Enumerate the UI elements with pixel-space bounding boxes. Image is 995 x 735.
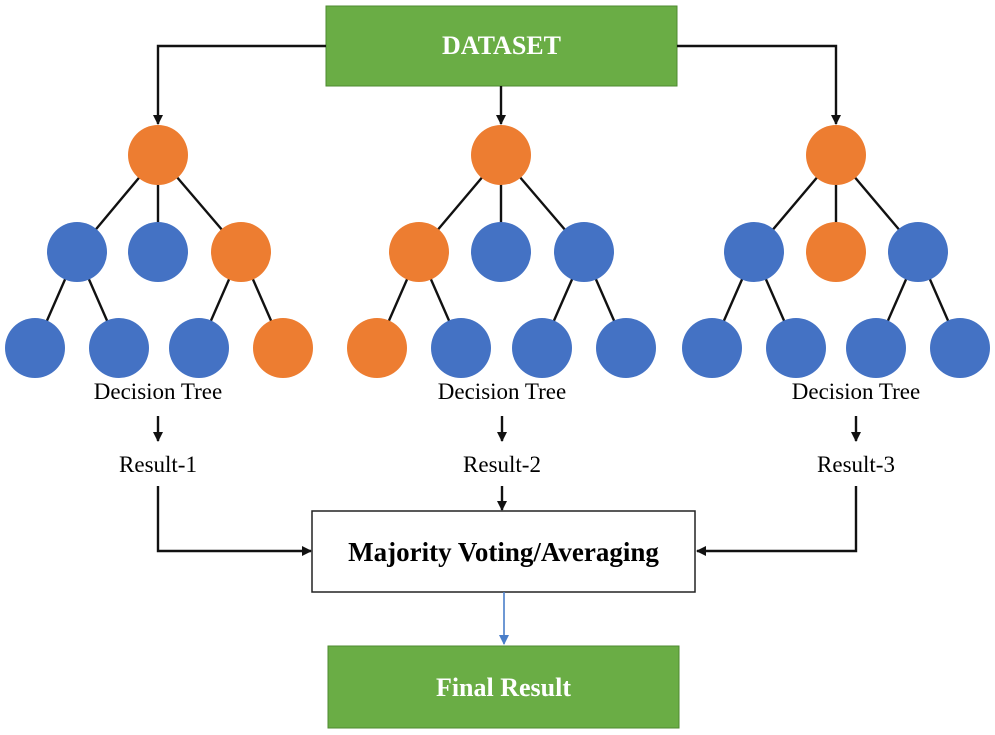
tree-2-label: Decision Tree <box>438 379 566 404</box>
tree-2-leaf-node-2 <box>431 318 491 378</box>
tree-3-level1-node-3 <box>888 222 948 282</box>
decision-tree-1: Decision Tree Result-1 <box>5 125 313 477</box>
tree-1-leaf-node-2 <box>89 318 149 378</box>
tree-2-level1-node-2 <box>471 222 531 282</box>
final-result-box-shape <box>327 645 680 729</box>
tree-3-root-node <box>806 125 866 185</box>
tree-3-leaf-node-4 <box>930 318 990 378</box>
tree-3-level1-node-2 <box>806 222 866 282</box>
aggregator-label: Majority Voting/Averaging <box>348 537 659 567</box>
dataset-box-shape <box>325 5 678 87</box>
tree-2-leaf-node-1 <box>347 318 407 378</box>
result-2-label: Result-2 <box>463 452 541 477</box>
dataset-box: DATASET <box>325 5 678 87</box>
tree-3-leaf-node-1 <box>682 318 742 378</box>
tree-1-label: Decision Tree <box>94 379 222 404</box>
tree-3-label: Decision Tree <box>792 379 920 404</box>
tree-1-leaf-node-4 <box>253 318 313 378</box>
aggregator-box: Majority Voting/Averaging <box>311 510 696 593</box>
tree-3-leaf-node-2 <box>766 318 826 378</box>
final-result-label: Final Result <box>436 673 571 702</box>
tree-1-leaf-node-3 <box>169 318 229 378</box>
tree-1-level1-node-2 <box>128 222 188 282</box>
tree-2-root-node <box>471 125 531 185</box>
arrow-dataset-to-tree-1 <box>153 44 326 125</box>
tree-2-leaf-node-3 <box>512 318 572 378</box>
arrow-dataset-to-tree-3 <box>677 44 841 125</box>
tree-2-leaf-node-4 <box>596 318 656 378</box>
aggregator-box-shape <box>311 510 696 593</box>
tree-2-level1-node-3 <box>554 222 614 282</box>
tree-3-leaf-node-3 <box>846 318 906 378</box>
result-3-label: Result-3 <box>817 452 895 477</box>
decision-tree-3: Decision Tree Result-3 <box>682 125 990 477</box>
result-arrows <box>156 486 858 556</box>
tree-1-leaf-node-1 <box>5 318 65 378</box>
arrow-result-3-to-aggregator <box>696 486 858 556</box>
arrow-result-1-to-aggregator <box>156 486 312 556</box>
result-1-label: Result-1 <box>119 452 197 477</box>
tree-1-level1-node-1 <box>47 222 107 282</box>
tree-1-level1-node-3 <box>211 222 271 282</box>
tree-2-level1-node-1 <box>389 222 449 282</box>
tree-3-level1-node-1 <box>724 222 784 282</box>
dataset-label: DATASET <box>442 31 561 60</box>
tree-1-root-node <box>128 125 188 185</box>
decision-tree-2: Decision Tree Result-2 <box>347 125 656 477</box>
dataset-arrows <box>153 44 841 125</box>
final-result-box: Final Result <box>327 645 680 729</box>
